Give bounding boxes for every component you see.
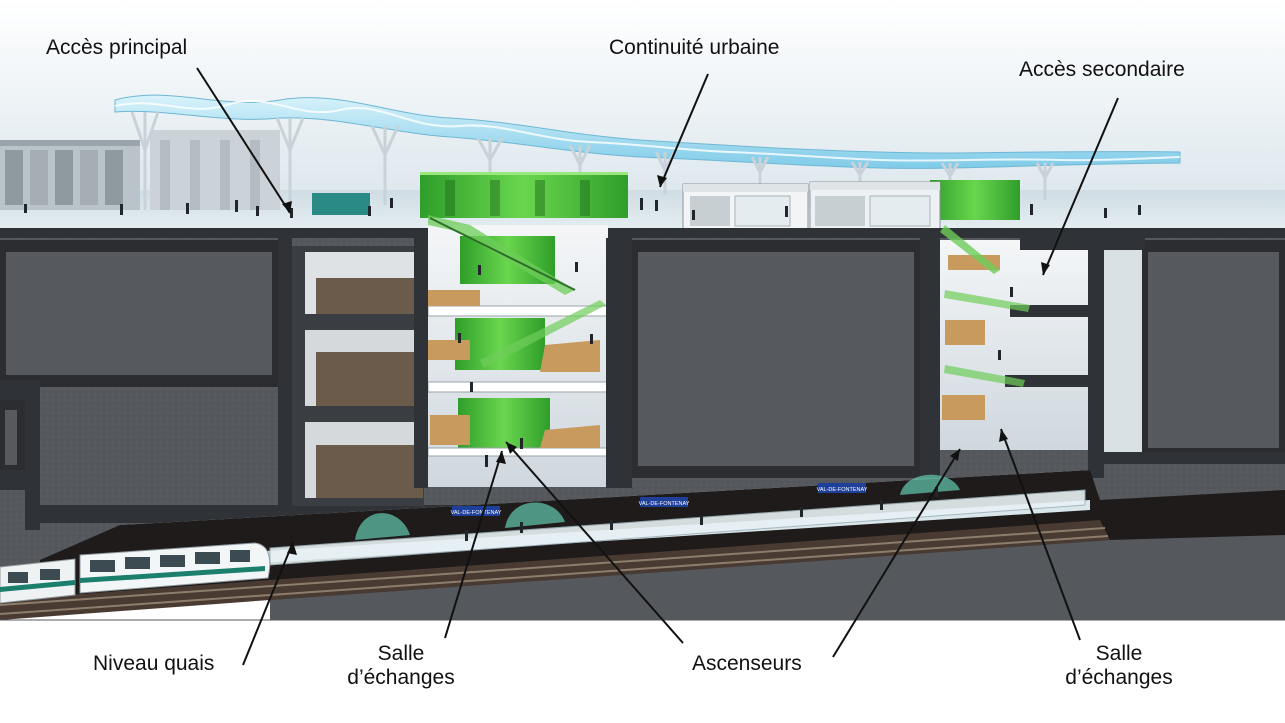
main-atrium bbox=[427, 215, 609, 487]
green-glass-pavilion-secondary bbox=[930, 180, 1020, 220]
wall-panel bbox=[0, 240, 284, 387]
concrete-wall bbox=[1088, 238, 1104, 478]
svg-text:VAL-DE-FONTENAY: VAL-DE-FONTENAY bbox=[451, 510, 502, 516]
concrete-wall bbox=[920, 238, 940, 478]
green-glass-pavilion bbox=[420, 172, 628, 218]
leader-salle-echanges-2 bbox=[1000, 428, 1081, 641]
wall-panel bbox=[1136, 240, 1285, 460]
svg-text:VAL-DE-FONTENAY: VAL-DE-FONTENAY bbox=[639, 501, 690, 507]
technical-rooms bbox=[292, 246, 424, 506]
leader-lines bbox=[196, 67, 1119, 666]
wall-panel bbox=[626, 240, 926, 478]
platform-sign: VAL-DE-FONTENAY bbox=[451, 506, 502, 516]
leader-arrowheads bbox=[282, 175, 1050, 555]
concrete-wall bbox=[278, 238, 292, 518]
svg-text:VAL-DE-FONTENAY: VAL-DE-FONTENAY bbox=[817, 487, 868, 493]
label-acces-secondaire: Accès secondaire bbox=[1019, 58, 1185, 81]
label-salle-echanges-left: Salle d’échanges bbox=[342, 642, 460, 690]
top-slab bbox=[1020, 238, 1145, 250]
leader-salle-echanges-1 bbox=[444, 450, 503, 639]
concrete-wall bbox=[25, 400, 40, 530]
label-continuite-urbaine: Continuité urbaine bbox=[609, 36, 780, 59]
label-salle-echanges-right-line2: d’échanges bbox=[1065, 666, 1173, 689]
leader-niveau-quais bbox=[242, 541, 294, 666]
platform-sign: VAL-DE-FONTENAY bbox=[817, 483, 868, 493]
label-ascenseurs: Ascenseurs bbox=[692, 652, 802, 675]
top-slab bbox=[0, 228, 1285, 238]
platform-sign: VAL-DE-FONTENAY bbox=[639, 497, 690, 507]
background-building bbox=[0, 130, 280, 210]
leader-continuite-urbaine bbox=[659, 73, 709, 188]
concrete-wall bbox=[0, 470, 40, 490]
metro-track bbox=[0, 520, 1110, 620]
label-area bbox=[0, 620, 1285, 723]
label-salle-echanges-right-line1: Salle bbox=[1095, 642, 1143, 665]
wave-canopy bbox=[114, 94, 1181, 210]
wall-panel bbox=[0, 400, 27, 475]
leader-acces-secondaire bbox=[1042, 97, 1119, 276]
label-salle-echanges-right: Salle d’échanges bbox=[1060, 642, 1178, 690]
secondary-atrium bbox=[940, 225, 1088, 450]
leader-acces-principal bbox=[196, 67, 291, 214]
label-salle-echanges-left-line2: d’échanges bbox=[347, 666, 455, 689]
ground-mass-lower bbox=[270, 535, 1285, 620]
concrete-wall bbox=[606, 238, 632, 488]
service-shaft bbox=[1104, 238, 1142, 458]
concrete-wall bbox=[0, 380, 40, 400]
metro-train bbox=[0, 542, 271, 604]
label-salle-echanges-left-line1: Salle bbox=[377, 642, 425, 665]
concrete-wall bbox=[414, 238, 428, 488]
leader-ascenseurs-2 bbox=[832, 448, 961, 658]
label-acces-principal: Accès principal bbox=[46, 36, 188, 59]
kiosk bbox=[682, 183, 809, 231]
concrete-wall bbox=[1090, 452, 1285, 464]
kiosk bbox=[809, 181, 941, 231]
leader-ascenseurs-1 bbox=[505, 441, 684, 644]
people bbox=[24, 198, 1141, 541]
entrance-kiosk bbox=[312, 193, 370, 215]
label-niveau-quais: Niveau quais bbox=[93, 652, 215, 675]
